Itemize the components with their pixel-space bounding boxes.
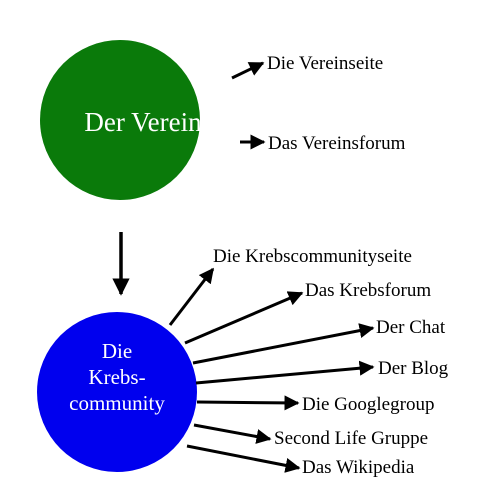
community-node bbox=[37, 312, 197, 472]
verein-node-label: Der Verein bbox=[84, 107, 202, 137]
community-node-label-line-3: community bbox=[69, 391, 165, 415]
verein-node bbox=[40, 40, 200, 200]
arrow-to-second-life bbox=[193, 423, 272, 444]
arrow-to-chat bbox=[192, 323, 375, 365]
community-node-label-line-2: Krebs- bbox=[88, 365, 145, 389]
link-label-googlegroup: Die Googlegroup bbox=[302, 394, 434, 415]
link-label-vereinseite: Die Vereinseite bbox=[267, 53, 383, 74]
arrow-to-blog bbox=[195, 360, 375, 385]
link-label-blog: Der Blog bbox=[378, 358, 449, 379]
arrow-to-krebscommunityseite bbox=[168, 267, 215, 326]
arrow-to-krebsforum bbox=[184, 291, 304, 345]
link-label-second-life: Second Life Gruppe bbox=[274, 428, 428, 449]
link-label-krebscommunityseite: Die Krebscommunityseite bbox=[213, 246, 412, 267]
arrow-to-googlegroup bbox=[196, 395, 300, 411]
link-label-krebsforum: Das Krebsforum bbox=[305, 280, 431, 301]
link-label-chat: Der Chat bbox=[376, 317, 446, 338]
link-label-wikipedia: Das Wikipedia bbox=[302, 457, 415, 478]
link-label-vereinsforum: Das Vereinsforum bbox=[268, 133, 406, 154]
community-node-label-line-1: Die bbox=[102, 339, 132, 363]
arrow-to-wikipedia bbox=[186, 444, 301, 473]
arrow-to-vereinseite bbox=[231, 61, 265, 80]
